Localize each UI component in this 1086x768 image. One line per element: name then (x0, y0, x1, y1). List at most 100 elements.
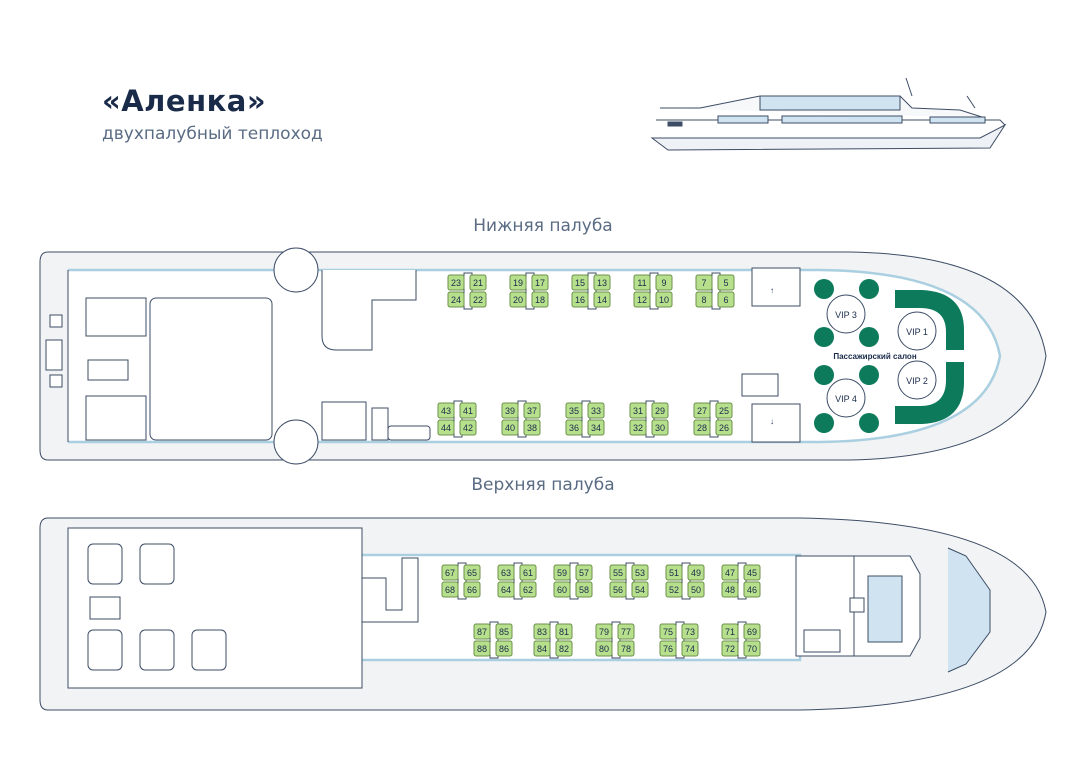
seat[interactable] (469, 291, 487, 308)
seat[interactable] (473, 640, 491, 657)
seat[interactable] (565, 402, 583, 419)
seat[interactable] (595, 640, 613, 657)
seat[interactable] (681, 623, 699, 640)
seat-number: 79 (599, 627, 609, 637)
seat[interactable] (693, 419, 711, 436)
seat[interactable] (463, 564, 481, 581)
seat[interactable] (553, 581, 571, 598)
seat[interactable] (509, 274, 527, 291)
seat[interactable] (587, 402, 605, 419)
seat[interactable] (473, 623, 491, 640)
seat[interactable] (631, 581, 649, 598)
seat[interactable] (681, 640, 699, 657)
seat[interactable] (495, 640, 513, 657)
seat[interactable] (721, 581, 739, 598)
seat[interactable] (695, 274, 713, 291)
seat[interactable] (717, 291, 735, 308)
seat[interactable] (743, 564, 761, 581)
seat-number: 37 (527, 406, 537, 416)
seat[interactable] (631, 564, 649, 581)
seat[interactable] (721, 623, 739, 640)
seat[interactable] (595, 623, 613, 640)
seat[interactable] (593, 291, 611, 308)
seat[interactable] (693, 402, 711, 419)
seat[interactable] (593, 274, 611, 291)
seat[interactable] (629, 419, 647, 436)
seat[interactable] (715, 402, 733, 419)
vip-2-label: VIP 2 (906, 376, 928, 386)
seat[interactable] (533, 640, 551, 657)
seat[interactable] (665, 581, 683, 598)
seat-number: 15 (575, 278, 585, 288)
seat[interactable] (571, 291, 589, 308)
seat[interactable] (717, 274, 735, 291)
seat[interactable] (441, 564, 459, 581)
seat[interactable] (633, 274, 651, 291)
seat[interactable] (497, 581, 515, 598)
seat[interactable] (609, 581, 627, 598)
seat[interactable] (459, 419, 477, 436)
seat[interactable] (743, 581, 761, 598)
seat[interactable] (715, 419, 733, 436)
seat[interactable] (695, 291, 713, 308)
seat[interactable] (523, 402, 541, 419)
seat[interactable] (533, 623, 551, 640)
seat[interactable] (509, 291, 527, 308)
seat-number: 65 (467, 568, 477, 578)
seat[interactable] (617, 623, 635, 640)
seat[interactable] (531, 274, 549, 291)
table (645, 400, 655, 438)
seat[interactable] (463, 581, 481, 598)
seat[interactable] (437, 419, 455, 436)
seat[interactable] (575, 581, 593, 598)
seat[interactable] (587, 419, 605, 436)
seat-number: 57 (579, 568, 589, 578)
seat[interactable] (469, 274, 487, 291)
seat[interactable] (687, 564, 705, 581)
seat-number: 80 (599, 644, 609, 654)
seat[interactable] (655, 274, 673, 291)
seat[interactable] (523, 419, 541, 436)
seat[interactable] (447, 291, 465, 308)
seat[interactable] (553, 564, 571, 581)
seat[interactable] (655, 291, 673, 308)
table (737, 562, 747, 600)
seat[interactable] (501, 402, 519, 419)
seat[interactable] (441, 581, 459, 598)
seat[interactable] (519, 564, 537, 581)
lower-deck-plan: ↑ ↓ (39, 247, 1047, 465)
seat[interactable] (571, 274, 589, 291)
seat[interactable] (629, 402, 647, 419)
seat[interactable] (447, 274, 465, 291)
seat[interactable] (609, 564, 627, 581)
seat[interactable] (665, 564, 683, 581)
seat[interactable] (743, 640, 761, 657)
seat[interactable] (459, 402, 477, 419)
seat[interactable] (501, 419, 519, 436)
seat[interactable] (495, 623, 513, 640)
seat[interactable] (555, 623, 573, 640)
seat[interactable] (565, 419, 583, 436)
seat[interactable] (437, 402, 455, 419)
seat-number: 56 (613, 585, 623, 595)
seat[interactable] (633, 291, 651, 308)
seat[interactable] (687, 581, 705, 598)
seat[interactable] (721, 640, 739, 657)
seat[interactable] (555, 640, 573, 657)
seat-number: 14 (597, 295, 607, 305)
seat[interactable] (519, 581, 537, 598)
seat[interactable] (497, 564, 515, 581)
seat[interactable] (531, 291, 549, 308)
seat[interactable] (743, 623, 761, 640)
seat[interactable] (575, 564, 593, 581)
seat[interactable] (659, 640, 677, 657)
seat[interactable] (659, 623, 677, 640)
seat-number: 22 (473, 295, 483, 305)
seat[interactable] (651, 402, 669, 419)
seat[interactable] (651, 419, 669, 436)
seat-number: 19 (513, 278, 523, 288)
seat[interactable] (617, 640, 635, 657)
seat[interactable] (721, 564, 739, 581)
